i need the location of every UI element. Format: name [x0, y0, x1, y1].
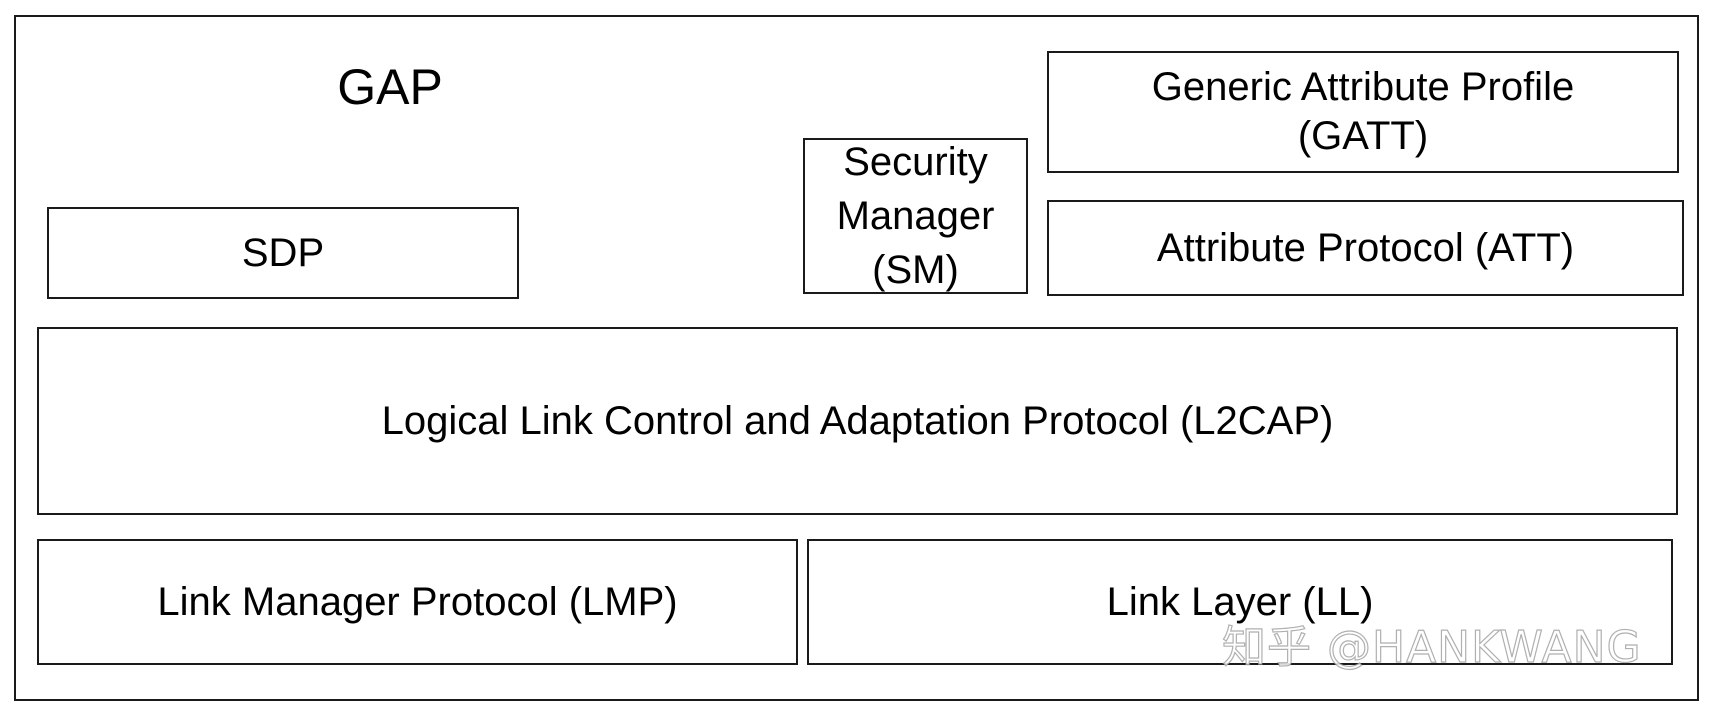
gap-label: GAP — [337, 59, 443, 115]
gatt-label: Generic Attribute Profile (GATT) — [1151, 65, 1575, 158]
link-layer-label: Link Layer (LL) — [1106, 580, 1374, 624]
att-label: Attribute Protocol (ATT) — [1156, 226, 1575, 270]
l2cap-label: Logical Link Control and Adaptation Prot… — [381, 399, 1334, 443]
link-layer-box: Link Layer (LL) — [807, 539, 1673, 665]
l2cap-box: Logical Link Control and Adaptation Prot… — [37, 327, 1678, 515]
lmp-label: Link Manager Protocol (LMP) — [157, 580, 678, 624]
security-manager-label: Security Manager (SM) — [836, 140, 995, 292]
att-box: Attribute Protocol (ATT) — [1047, 200, 1684, 296]
gatt-box: Generic Attribute Profile (GATT) — [1047, 51, 1679, 173]
sdp-box: SDP — [47, 207, 519, 299]
security-manager-box: Security Manager (SM) — [803, 138, 1028, 294]
sdp-label: SDP — [241, 231, 325, 275]
watermark: 知乎 @HANKWANG — [1221, 621, 1642, 673]
lmp-box: Link Manager Protocol (LMP) — [37, 539, 798, 665]
